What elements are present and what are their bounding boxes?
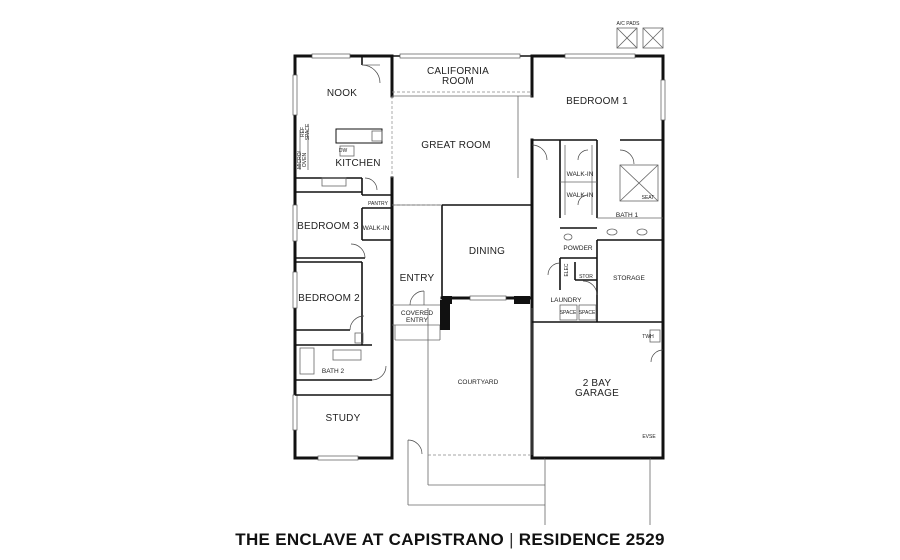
garage-label-line2: GARAGE [575, 388, 619, 399]
entry-area [392, 290, 450, 341]
courtyard-label: COURTYARD [458, 379, 499, 386]
windows [292, 53, 666, 461]
twh-label: TWH [642, 334, 654, 340]
nook-label: NOOK [327, 88, 357, 99]
ref-space-label-line2: SPACE [305, 123, 311, 140]
footer-title: THE ENCLAVE AT CAPISTRANO|RESIDENCE 2529 [0, 530, 900, 550]
study-label: STUDY [326, 413, 361, 424]
micro-oven-label-line2: OVEN [302, 153, 308, 168]
evse-label: EVSE [642, 434, 656, 440]
walk-in-lower-label: WALK-IN [567, 192, 594, 199]
room-labels: NOOK CALIFORNIA ROOM BEDROOM 1 KITCHEN G… [297, 66, 656, 440]
walk-in-left-label: WALK-IN [363, 225, 390, 232]
laundry-label: LAUNDRY [551, 297, 583, 304]
covered-entry-label-line1: COVERED [401, 310, 433, 317]
micro-oven-label-line1: MICRO/ [297, 150, 303, 169]
dining-label: DINING [469, 246, 505, 257]
ac-pads-label: A/C PADS [617, 21, 641, 27]
interior-walls-right [531, 139, 664, 459]
elec-label: ELEC [564, 263, 570, 276]
bedroom-2-label: BEDROOM 2 [298, 293, 360, 304]
storage-label: STORAGE [613, 275, 645, 282]
space-label-2: SPACE [579, 310, 596, 316]
california-room-label-line2: ROOM [442, 76, 474, 87]
floor-plan: A/C PADS [292, 21, 666, 525]
courtyard-area [407, 308, 651, 525]
pantry-label: PANTRY [368, 201, 388, 207]
ref-space-label-line1: REF [300, 127, 306, 137]
walk-in-upper-label: WALK-IN [567, 171, 594, 178]
powder-label: POWDER [563, 245, 593, 252]
great-room-label: GREAT ROOM [421, 140, 490, 151]
kitchen-label: KITCHEN [335, 158, 380, 169]
california-room-label-line1: CALIFORNIA [427, 66, 489, 77]
bedroom-3-label: BEDROOM 3 [297, 221, 359, 232]
stor-label: STOR [579, 274, 593, 280]
seat-label: SEAT [642, 195, 655, 201]
ac-pads: A/C PADS [617, 21, 664, 49]
dw-label: DW [339, 148, 348, 154]
residence-name: RESIDENCE 2529 [518, 530, 665, 549]
bath-2-label: BATH 2 [322, 368, 345, 375]
interior-walls-left [295, 56, 392, 396]
community-name: THE ENCLAVE AT CAPISTRANO [235, 530, 505, 549]
bedroom-1-label: BEDROOM 1 [566, 96, 628, 107]
garage-label-line1: 2 BAY [583, 378, 612, 389]
footer-separator: | [509, 530, 514, 549]
covered-entry-label-line2: ENTRY [406, 317, 429, 324]
bath-1-label: BATH 1 [616, 212, 639, 219]
entry-label: ENTRY [400, 273, 435, 284]
space-label-1: SPACE [560, 310, 577, 316]
open-areas [391, 91, 532, 298]
